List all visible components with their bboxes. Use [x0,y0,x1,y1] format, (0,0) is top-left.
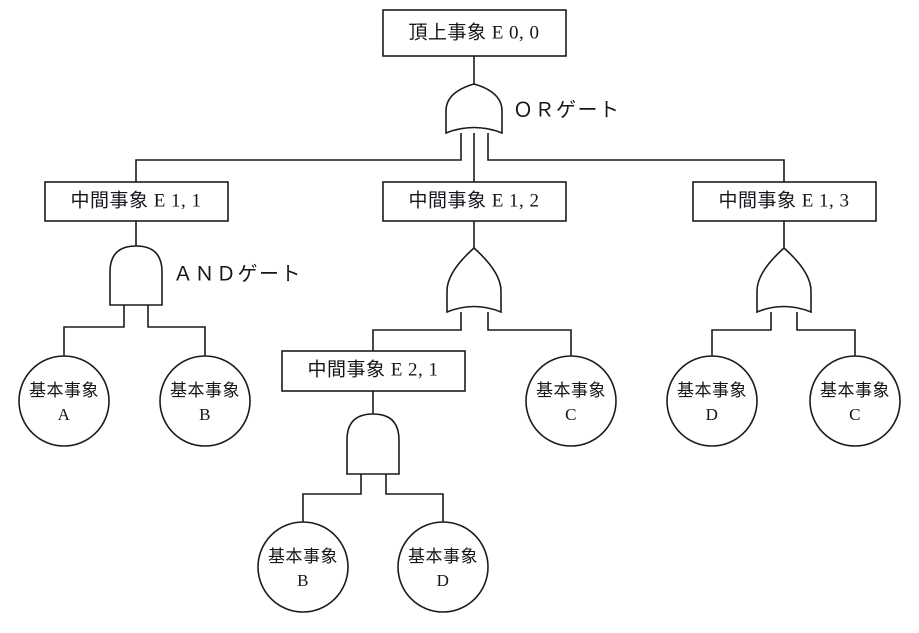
basic-event-b-bottom-label-line1: 基本事象 [268,547,338,566]
node-top-event[interactable]: 頂上事象 E 0, 0 [382,9,567,57]
and-gate-icon[interactable] [346,413,400,475]
basic-event-b-bottom-label-line2: B [297,571,309,590]
basic-event-c-right-circle[interactable] [809,355,901,447]
gate-e13-or[interactable] [756,246,812,314]
basic-event-c-right-label-line1: 基本事象 [820,381,890,400]
node-intermediate-1-2[interactable]: 中間事象 E 1, 2 [382,181,567,222]
edge-or13-to-c [796,312,856,356]
node-intermediate-2-1[interactable]: 中間事象 E 2, 1 [281,350,466,392]
edge-gate-to-e13 [487,133,785,182]
basic-event-c-mid-label-line1: 基本事象 [536,381,606,400]
basic-event-d-bottom-label-line1: 基本事象 [408,547,478,566]
basic-event-b-left-label-line2: B [199,405,211,424]
gate-e21-and[interactable] [346,413,400,475]
gate-e11-and[interactable] [109,245,163,306]
node-basic-event-b-bottom[interactable]: 基本事象 B [257,521,349,613]
edge-or12-to-c [487,312,572,356]
gate-top-or[interactable] [445,83,503,135]
intermediate-2-1-box[interactable] [281,350,466,392]
and-gate-icon[interactable] [109,245,163,306]
node-basic-event-b-left[interactable]: 基本事象 B [159,355,251,447]
edge-and21-to-b [302,474,362,522]
and-gate-label: ＡＮＤゲート [173,263,302,286]
basic-event-a-circle[interactable] [18,355,110,447]
intermediate-1-3-label: 中間事象 E 1, 3 [718,189,849,211]
edge-gate-to-e11 [135,133,462,182]
basic-event-c-mid-label-line2: C [565,405,577,424]
or-gate-label: ＯＲゲート [513,99,621,122]
basic-event-c-right-label-line2: C [849,405,861,424]
basic-event-b-left-circle[interactable] [159,355,251,447]
intermediate-1-2-label: 中間事象 E 1, 2 [408,189,539,211]
basic-event-a-label-line1: 基本事象 [29,381,99,400]
gate-e12-or[interactable] [446,246,502,314]
node-intermediate-1-3[interactable]: 中間事象 E 1, 3 [692,181,877,222]
edge-or12-to-e21 [372,312,462,351]
edge-and-to-a [63,305,125,356]
intermediate-1-1-box[interactable] [44,181,229,222]
node-basic-event-d-bottom[interactable]: 基本事象 D [397,521,489,613]
basic-event-d-bottom-label-line2: D [437,571,450,590]
intermediate-1-2-box[interactable] [382,181,567,222]
basic-event-a-label-line2: A [58,405,71,424]
node-basic-event-d-right[interactable]: 基本事象 D [666,355,758,447]
basic-event-c-mid-circle[interactable] [525,355,617,447]
node-basic-event-c-mid[interactable]: 基本事象 C [525,355,617,447]
or-gate-icon[interactable] [756,246,812,314]
top-event-box[interactable] [382,9,567,57]
or-gate-icon[interactable] [446,246,502,314]
basic-event-b-bottom-circle[interactable] [257,521,349,613]
edge-and-to-b [147,305,206,356]
node-intermediate-1-1[interactable]: 中間事象 E 1, 1 [44,181,229,222]
basic-event-d-right-circle[interactable] [666,355,758,447]
node-basic-event-c-right[interactable]: 基本事象 C [809,355,901,447]
intermediate-2-1-label: 中間事象 E 2, 1 [307,358,438,380]
basic-event-d-right-label-line2: D [706,405,719,424]
basic-event-d-right-label-line1: 基本事象 [677,381,747,400]
basic-event-b-left-label-line1: 基本事象 [170,381,240,400]
edge-or13-to-d [711,312,772,356]
node-basic-event-a[interactable]: 基本事象 A [18,355,110,447]
or-gate-icon[interactable] [445,83,503,135]
intermediate-1-1-label: 中間事象 E 1, 1 [70,189,201,211]
top-event-label: 頂上事象 E 0, 0 [408,21,539,43]
edge-and21-to-d [385,474,444,522]
basic-event-d-bottom-circle[interactable] [397,521,489,613]
intermediate-1-3-box[interactable] [692,181,877,222]
connectors [63,56,856,522]
